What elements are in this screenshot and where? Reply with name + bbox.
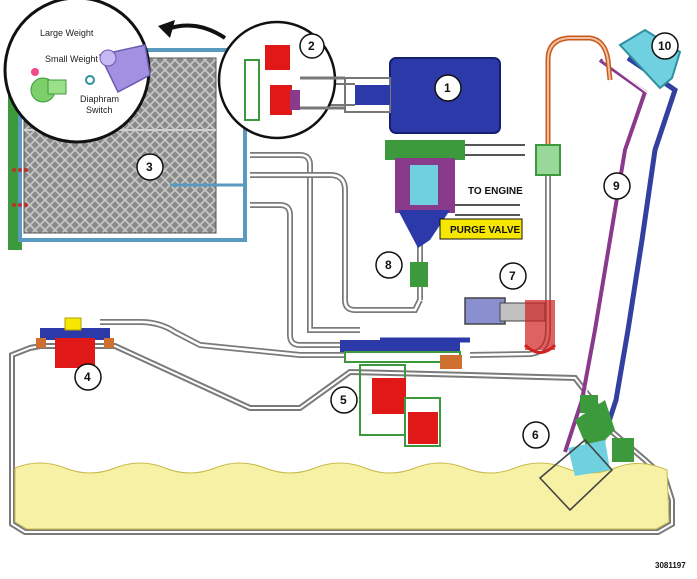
callout-7: 7 (499, 262, 527, 290)
callout-5: 5 (330, 386, 358, 414)
fuel-tank (9, 343, 675, 535)
callout-3-number: 3 (146, 160, 153, 174)
solenoid (325, 57, 501, 134)
fuel-level (14, 462, 670, 530)
callout-8: 8 (375, 251, 403, 279)
callout-9: 9 (603, 172, 631, 200)
small-weight-label: Small Weight (45, 54, 98, 64)
callout-10-number: 10 (658, 39, 672, 53)
callout-1: 1 (434, 74, 462, 102)
callout-6: 6 (522, 421, 550, 449)
purge-valve-assembly (385, 140, 525, 287)
switch-label: Switch (86, 105, 113, 115)
callout-4-number: 4 (84, 370, 91, 384)
callout-6-number: 6 (532, 428, 539, 442)
callout-4: 4 (74, 363, 102, 391)
inlet-check-valve (538, 395, 634, 512)
inset-arrow (164, 23, 227, 40)
callout-1-number: 1 (444, 81, 451, 95)
tank-vent-valves (340, 340, 462, 447)
callout-9-number: 9 (613, 179, 620, 193)
purge-valve-tag (439, 218, 523, 240)
callout-3: 3 (136, 153, 164, 181)
inset-arrowhead (158, 20, 175, 38)
callout-7-number: 7 (509, 269, 516, 283)
callout-8-number: 8 (385, 258, 392, 272)
pressure-sensor (464, 297, 557, 354)
diaphram-label: Diaphram (80, 94, 119, 104)
figure-id: 3081197 (655, 561, 686, 570)
inset-circle (3, 0, 151, 144)
purge-valve-label: PURGE VALVE (450, 225, 521, 236)
callout-2: 2 (299, 33, 325, 59)
large-weight-label: Large Weight (40, 28, 94, 38)
callout-2-number: 2 (308, 39, 315, 53)
to-engine-label: TO ENGINE (468, 186, 523, 197)
callout-10: 10 (651, 32, 679, 60)
callout-5-number: 5 (340, 393, 347, 407)
detail-valve-circle (217, 20, 345, 140)
rollover-valve (36, 317, 114, 368)
